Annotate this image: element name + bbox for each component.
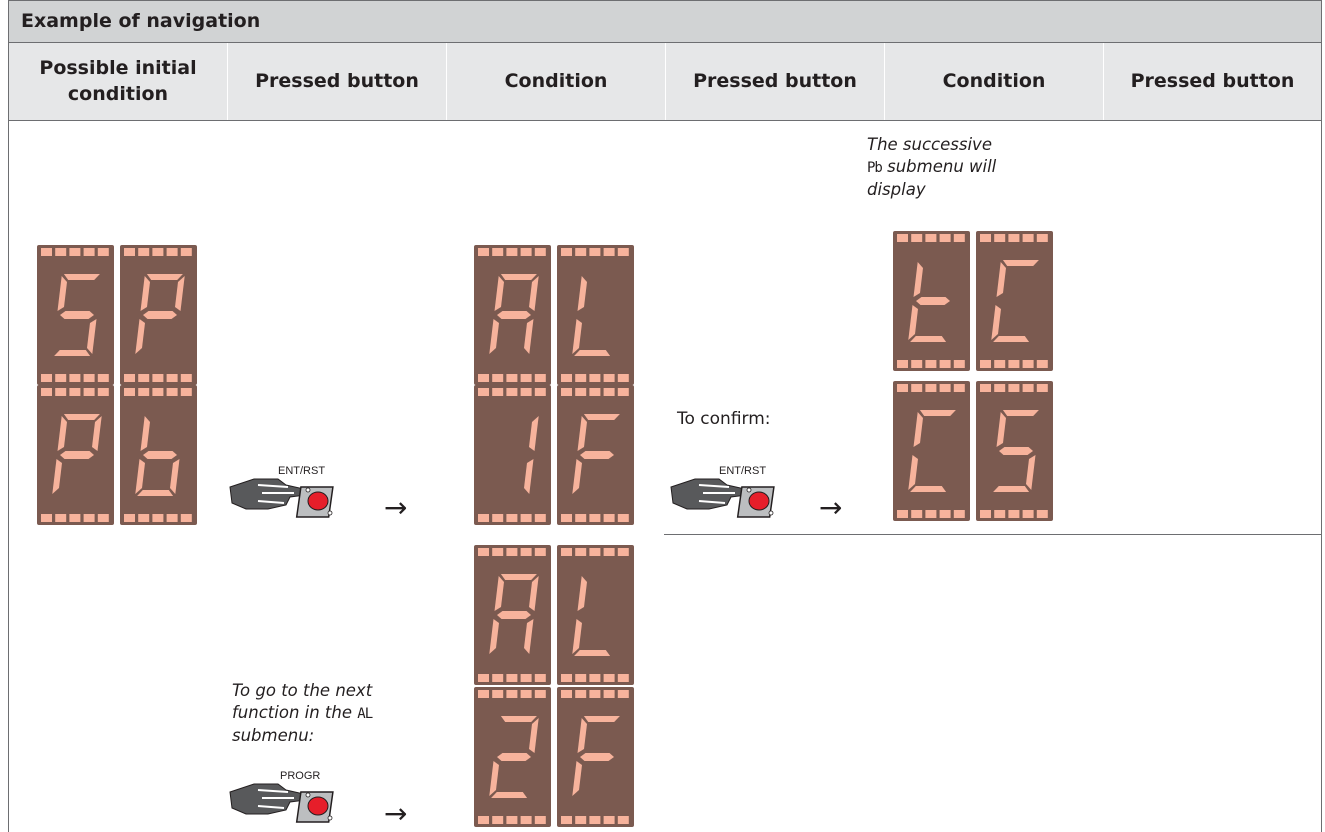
header-pressed-button-3: Pressed button bbox=[1130, 70, 1295, 92]
next-function-code: AL bbox=[357, 706, 373, 722]
hand-press-icon bbox=[670, 478, 775, 518]
ent-rst-label-2: ENT/RST bbox=[719, 465, 767, 477]
table-title: Example of navigation bbox=[21, 10, 261, 32]
display-cond2-bottom-right bbox=[557, 687, 634, 827]
hand-press-icon bbox=[229, 478, 334, 518]
to-confirm-text: To confirm: bbox=[677, 409, 771, 429]
row-divider bbox=[664, 534, 1322, 535]
successive-note: The successive Pb submenu will display bbox=[867, 134, 996, 201]
header-condition-2: Condition bbox=[942, 70, 1046, 92]
next-function-line2: function in the AL bbox=[232, 702, 373, 725]
display-cond1-bottom-right bbox=[557, 385, 634, 525]
table-frame bbox=[8, 0, 1322, 832]
display-cond1-bottom-left bbox=[474, 385, 551, 525]
next-function-line3: submenu: bbox=[232, 726, 315, 745]
ent-rst-button-2[interactable]: ENT/RST bbox=[669, 465, 809, 525]
successive-note-suffix: submenu will bbox=[881, 157, 997, 176]
display-result-top-right bbox=[976, 231, 1053, 371]
display-cond2-top-right bbox=[557, 545, 634, 685]
next-function-line1: To go to the next bbox=[232, 681, 373, 700]
display-cond1-top-left bbox=[474, 245, 551, 385]
next-function-prefix: function in the bbox=[232, 703, 358, 722]
display-cond2-top-left bbox=[474, 545, 551, 685]
arrow-icon: → bbox=[384, 797, 408, 830]
ent-rst-label-1: ENT/RST bbox=[278, 465, 326, 477]
successive-note-code: Pb bbox=[867, 160, 883, 176]
ent-rst-button-1[interactable]: ENT/RST bbox=[228, 465, 368, 525]
display-cond2-bottom-left bbox=[474, 687, 551, 827]
display-cond1-top-right bbox=[557, 245, 634, 385]
successive-note-line1: The successive bbox=[867, 135, 992, 154]
display-initial-bottom-right bbox=[120, 385, 197, 525]
table-title-bar: Example of navigation bbox=[8, 0, 1322, 43]
progr-button[interactable]: PROGR bbox=[228, 770, 368, 830]
header-row: Possible initial condition Pressed butto… bbox=[8, 43, 1322, 121]
display-result-bottom-left bbox=[893, 381, 970, 521]
progr-label: PROGR bbox=[280, 770, 321, 782]
arrow-icon: → bbox=[819, 491, 843, 524]
display-initial-top-left bbox=[37, 245, 114, 385]
successive-note-line3: display bbox=[867, 180, 926, 199]
header-initial-condition: Possible initial condition bbox=[39, 57, 197, 105]
header-pressed-button-1: Pressed button bbox=[255, 70, 419, 92]
arrow-icon: → bbox=[384, 491, 408, 524]
header-condition-1: Condition bbox=[504, 70, 608, 92]
header-pressed-button-2: Pressed button bbox=[693, 70, 857, 92]
display-initial-bottom-left bbox=[37, 385, 114, 525]
display-result-bottom-right bbox=[976, 381, 1053, 521]
display-initial-top-right bbox=[120, 245, 197, 385]
hand-press-icon bbox=[229, 783, 334, 823]
display-result-top-left bbox=[893, 231, 970, 371]
successive-note-line2: Pb submenu will bbox=[867, 156, 996, 179]
next-function-note: To go to the next function in the AL sub… bbox=[232, 680, 373, 747]
